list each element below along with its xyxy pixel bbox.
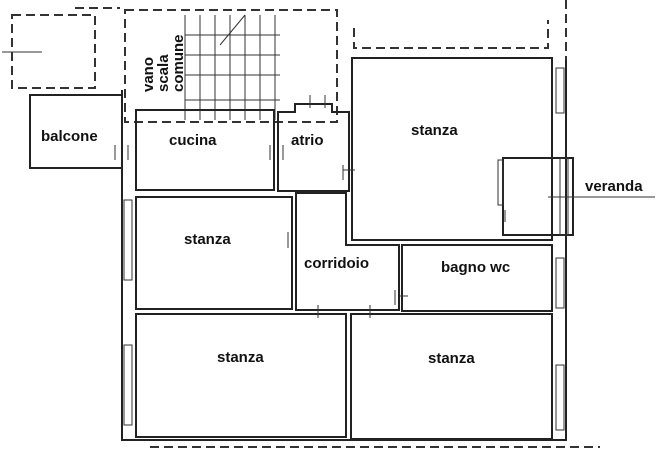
label-cucina: cucina <box>169 132 217 149</box>
stair-steps <box>184 14 280 120</box>
room-balcone <box>29 94 123 169</box>
svg-text:scala: scala <box>155 54 172 92</box>
label-stanza: stanza <box>411 122 458 139</box>
label-vano-scala-comune: vano scala comune <box>140 34 187 92</box>
stairwell-outline <box>124 9 338 123</box>
room-stanza-bottom-left <box>135 313 347 438</box>
windows <box>123 67 569 431</box>
label-bagno-wc: bagno wc <box>441 259 510 276</box>
dashed-upper-room <box>353 20 549 49</box>
room-bagno <box>401 244 553 312</box>
label-veranda: veranda <box>585 178 643 195</box>
label-stanza: stanza <box>428 350 475 367</box>
svg-text:vano: vano <box>140 57 157 92</box>
room-stanza-bottom-right <box>350 313 553 440</box>
room-cucina <box>135 109 275 191</box>
svg-text:comune: comune <box>170 34 187 92</box>
exterior-wall <box>121 60 567 441</box>
label-stanza: stanza <box>184 231 231 248</box>
label-balcone: balcone <box>41 128 98 145</box>
label-corridoio: corridoio <box>304 255 369 272</box>
label-stanza: stanza <box>217 349 264 366</box>
room-stanza-top-right <box>351 57 553 241</box>
room-corridoio <box>295 192 400 311</box>
dashed-planter-box <box>11 14 96 89</box>
label-atrio: atrio <box>291 132 324 149</box>
room-atrio <box>277 103 350 192</box>
room-stanza-mid-left <box>135 196 293 310</box>
